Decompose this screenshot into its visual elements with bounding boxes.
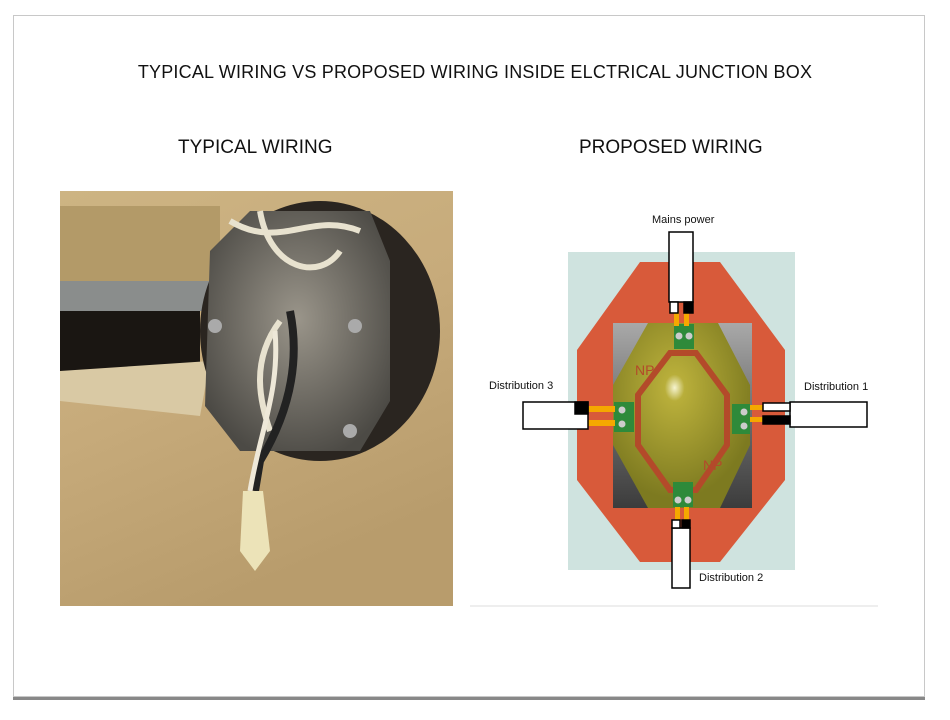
pcb-marking: NP bbox=[635, 362, 654, 378]
mains-power-label: Mains power bbox=[652, 214, 715, 226]
slide-title: TYPICAL WIRING VS PROPOSED WIRING INSIDE… bbox=[137, 62, 813, 82]
pcb-marking: NP bbox=[703, 457, 722, 473]
distribution-1-cable bbox=[762, 401, 868, 428]
terminal-block-right bbox=[732, 404, 750, 434]
distribution-2-label: Distribution 2 bbox=[699, 572, 763, 584]
terminal-block-top bbox=[674, 324, 694, 349]
proposed-wiring-heading: PROPOSED WIRING bbox=[579, 137, 763, 158]
typical-wiring-heading: TYPICAL WIRING bbox=[178, 137, 333, 158]
distribution-2-cable bbox=[671, 519, 691, 589]
distribution-3-cable bbox=[522, 401, 589, 430]
distribution-3-label: Distribution 3 bbox=[489, 380, 553, 392]
typical-wiring-photo bbox=[60, 191, 453, 606]
terminal-block-bottom bbox=[673, 482, 693, 507]
mains-cable bbox=[668, 231, 694, 314]
terminal-block-left bbox=[614, 402, 634, 432]
proposed-wiring-diagram: NP NP Mains power D bbox=[470, 190, 880, 610]
distribution-1-label: Distribution 1 bbox=[804, 381, 868, 393]
